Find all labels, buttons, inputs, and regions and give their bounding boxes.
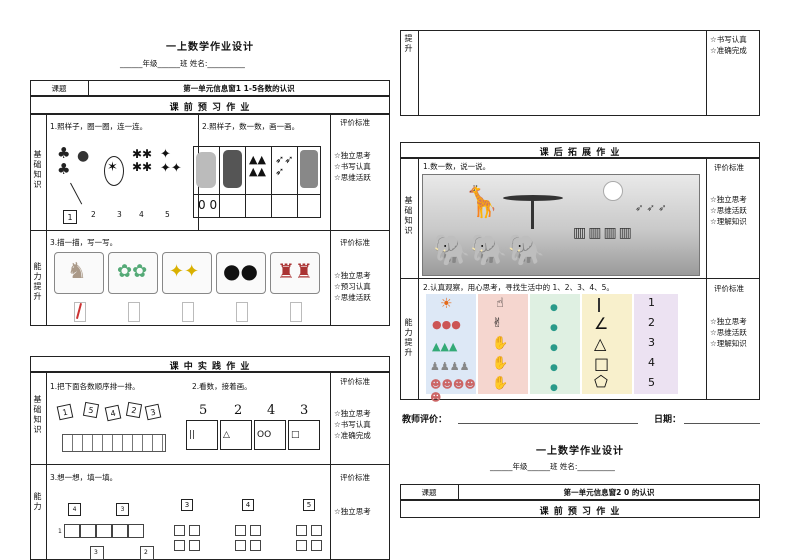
in-class-q2: 2.看数，接着画。	[192, 382, 252, 391]
order-answer-grid	[62, 434, 166, 452]
right-top-standards: ☆书写认真☆准确完成	[710, 35, 747, 55]
life-number-2: 2	[648, 316, 655, 329]
lesson-label: 课题	[51, 84, 67, 93]
in-class-header	[30, 356, 390, 372]
lesson-row	[30, 80, 390, 96]
draw-example-3: OO	[257, 430, 272, 440]
in-class-eval-1: 评价标准	[340, 377, 370, 386]
draw-box-3[interactable]	[254, 420, 286, 450]
after-class-table	[400, 158, 760, 400]
life-number-4: 4	[648, 356, 655, 369]
after-class-ability-label: 能力提升	[404, 318, 413, 358]
after-class-standards-1: ☆独立思考☆思维活跃☆理解知识	[710, 195, 747, 226]
life-number-3: 3	[648, 336, 655, 349]
tree-leaf-1: 1	[58, 528, 62, 535]
pre-class-table	[30, 114, 390, 326]
pre-class-header	[30, 96, 390, 114]
order-card-2: 5	[82, 401, 100, 419]
life-objects-column: ☀ ●●● ▲▲▲ ♟♟♟♟ ☻☻☻☻☻	[426, 294, 476, 404]
in-class-eval-2: 评价标准	[340, 473, 370, 482]
in-class-standards-1: ☆独立思考☆书写认真☆准确完成	[334, 409, 371, 440]
connect-number-4: 4	[139, 210, 144, 219]
counting-table	[193, 146, 321, 218]
q1-text: 1.照样子，圈一圈，连一连。	[50, 122, 148, 131]
shape-column: ∠ △ □ ⬠	[582, 294, 632, 394]
lesson-value: 第一单元信息窗1 1-5各数的认识	[183, 84, 295, 93]
in-class-ability-label: 能力	[33, 492, 42, 512]
life-number-5: 5	[648, 376, 655, 389]
in-class-basic-label: 基础知识	[33, 395, 42, 435]
connect-number-2: 2	[91, 210, 96, 219]
savanna-picture: 🦒 🐘🐘🐘 ▥▥▥▥ ➶ ➶ ➶	[422, 174, 700, 276]
draw-box-2[interactable]	[220, 420, 252, 450]
draw-number-3: 3	[300, 403, 309, 418]
tree-leaf-2: 3	[94, 549, 98, 556]
after-class-eval-2: 评价标准	[714, 284, 744, 293]
draw-box-4[interactable]	[288, 420, 320, 450]
in-class-q3: 3.想一想，填一填。	[50, 473, 118, 482]
order-card-4: 2	[125, 401, 143, 419]
in-class-title: 课 中 实 践 作 业	[169, 362, 251, 372]
after-class-eval-1: 评价标准	[714, 163, 744, 172]
draw-example-1: ||	[189, 430, 196, 440]
sheet2-lesson-value: 第一单元信息窗2 0 的认识	[563, 488, 655, 497]
tree-top-4: 4	[242, 499, 254, 511]
number-column: 1 2 3 4 5	[634, 294, 678, 394]
connect-number-5: 5	[165, 210, 170, 219]
after-class-title: 课 后 拓 展 作 业	[539, 148, 621, 158]
tree-top-3: 3	[181, 499, 193, 511]
right-top-table	[400, 30, 760, 116]
standards-2: ☆独立思考☆预习认真☆思维活跃	[334, 271, 371, 302]
eval-label-2: 评价标准	[340, 238, 370, 247]
after-class-q2: 2.认真观察，用心思考，寻找生活中的 1、2、3、4、5。	[423, 283, 614, 292]
in-class-standards-2: ☆独立思考	[334, 507, 371, 516]
in-class-q1: 1.把下面各数顺序排一排。	[50, 382, 140, 391]
sheet2-lesson-label: 课题	[421, 488, 437, 497]
tree-top-2: 3	[116, 503, 129, 516]
finger-count-column: ☝ ✌ ✋ ✋ ✋	[478, 294, 528, 394]
sheet1-name-line: ______年级______班 姓名:__________	[120, 59, 245, 68]
connect-number-1: 1	[63, 210, 77, 224]
date-line[interactable]	[684, 423, 760, 424]
after-class-standards-2: ☆独立思考☆思维活跃☆理解知识	[710, 317, 747, 348]
q2-text: 2.照样子，数一数，画一画。	[202, 122, 300, 131]
sheet2-pre-class-header	[400, 500, 760, 518]
q3-text: 3.描一描，写一写。	[50, 238, 118, 247]
teacher-eval-line[interactable]	[458, 423, 638, 424]
life-number-1: 1	[648, 296, 655, 309]
sheet2-title: 一上数学作业设计	[536, 446, 624, 457]
tree-top-5: 5	[303, 499, 315, 511]
eval-label-1: 评价标准	[340, 118, 370, 127]
tree-leaf-3: 2	[144, 549, 148, 556]
example-circles: 0 0	[198, 198, 218, 212]
draw-example-2: △	[223, 430, 230, 440]
draw-number-2: 2	[234, 403, 243, 418]
draw-example-4: □	[291, 430, 300, 440]
right-top-label: 提升	[404, 34, 413, 54]
order-card-5: 3	[144, 403, 162, 421]
standards-1: ☆独立思考☆书写认真☆思维活跃	[334, 151, 371, 182]
after-class-basic-label: 基础知识	[404, 196, 413, 236]
sheet2-lesson-row	[400, 484, 760, 500]
teacher-eval-label: 教师评价：	[402, 415, 448, 425]
sheet2-pre-class-title: 课 前 预 习 作 业	[539, 507, 621, 517]
sheet1-title: 一上数学作业设计	[166, 42, 254, 53]
pre-class-title: 课 前 预 习 作 业	[169, 103, 251, 113]
tree-top-1: 4	[68, 503, 81, 516]
after-class-q1: 1.数一数，说一说。	[423, 162, 491, 171]
draw-number-4: 4	[267, 403, 276, 418]
basic-knowledge-label: 基础知识	[33, 150, 42, 190]
sheet2-name-line: ______年级______班 姓名:__________	[490, 462, 615, 471]
draw-number-5: 5	[199, 403, 208, 418]
order-card-1: 1	[56, 403, 74, 421]
connect-number-3: 3	[117, 210, 122, 219]
order-card-3: 4	[104, 404, 122, 422]
ability-label: 能力提升	[33, 262, 42, 302]
dot-count-column: ●●●●●	[530, 294, 580, 394]
draw-box-1[interactable]	[186, 420, 218, 450]
date-label: 日期：	[654, 415, 682, 425]
after-class-header	[400, 142, 760, 158]
